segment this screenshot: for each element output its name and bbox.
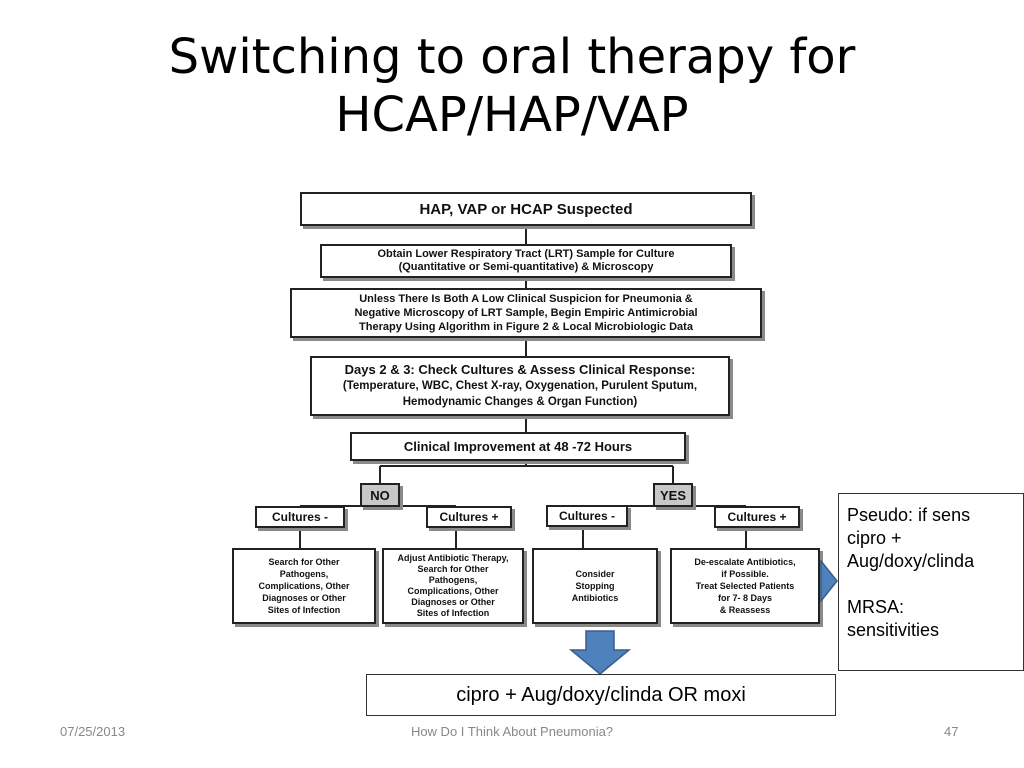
outcome-3-line-3: Antibiotics — [571, 593, 619, 603]
outcome-1-line-4: Diagnoses or Other — [262, 593, 346, 603]
oral-regimen-box: cipro + Aug/doxy/clinda OR moxi — [366, 674, 836, 716]
outcome-4-line-4: for 7- 8 Days — [717, 593, 773, 603]
empiric-therapy-box: Unless There Is Both A Low Clinical Susp… — [290, 288, 762, 338]
outcome-4-line-3: Treat Selected Patients — [695, 581, 795, 591]
note-pseudo-line-1: Pseudo: if sens — [847, 505, 971, 525]
note-mrsa-line-2: sensitivities — [847, 620, 940, 640]
empiric-line-3: Therapy Using Algorithm in Figure 2 & Lo… — [359, 321, 693, 333]
outcome-2-line-4: Complications, Other — [407, 586, 499, 596]
oral-regimen-text: cipro + Aug/doxy/clinda OR moxi — [456, 683, 746, 706]
down-arrow-icon — [568, 630, 632, 675]
no-label: NO — [370, 487, 390, 503]
footer-title: How Do I Think About Pneumonia? — [410, 724, 614, 739]
outcome-stop-antibiotics-box: Consider Stopping Antibiotics — [532, 548, 658, 624]
sample-line-2: (Quantitative or Semi-quantitative) & Mi… — [398, 261, 654, 273]
note-mrsa-line-1: MRSA: — [847, 597, 905, 617]
note-spacer — [847, 573, 1015, 596]
no-cultures-neg-text: Cultures - — [271, 510, 328, 524]
right-arrow-icon — [820, 560, 838, 602]
outcome-2-line-5: Diagnoses or Other — [411, 597, 495, 607]
title-line-1: Switching to oral therapy for — [168, 29, 856, 85]
outcome-3-line-2: Stopping — [575, 581, 615, 591]
yes-cultures-pos-text: Cultures + — [727, 510, 787, 524]
outcome-3-line-1: Consider — [575, 569, 615, 579]
yes-cultures-neg-text: Cultures - — [558, 509, 615, 523]
slide-number: 47 — [944, 724, 959, 739]
outcome-1-line-2: Pathogens, — [279, 569, 329, 579]
outcome-1-line-1: Search for Other — [268, 557, 340, 567]
days-line-1: Days 2 & 3: Check Cultures & Assess Clin… — [344, 362, 696, 377]
outcome-2-line-3: Pathogens, — [428, 575, 478, 585]
improvement-text: Clinical Improvement at 48 -72 Hours — [403, 439, 633, 454]
outcome-4-line-1: De-escalate Antibiotics, — [694, 557, 796, 567]
no-cultures-pos-box: Cultures + — [426, 506, 512, 528]
outcome-adjust-therapy-box: Adjust Antibiotic Therapy, Search for Ot… — [382, 548, 524, 624]
outcome-2-line-2: Search for Other — [417, 564, 489, 574]
empiric-line-2: Negative Microscopy of LRT Sample, Begin… — [354, 307, 698, 319]
flowchart: HAP, VAP or HCAP Suspected Obtain Lower … — [228, 186, 828, 636]
outcome-1-line-5: Sites of Infection — [267, 605, 341, 615]
yes-cultures-pos-box: Cultures + — [714, 506, 800, 528]
oral-options-note: Pseudo: if sens cipro + Aug/doxy/clinda … — [838, 493, 1024, 671]
sample-box: Obtain Lower Respiratory Tract (LRT) Sam… — [320, 244, 732, 278]
days-2-3-box: Days 2 & 3: Check Cultures & Assess Clin… — [310, 356, 730, 416]
yes-box: YES — [653, 483, 693, 507]
outcome-de-escalate-box: De-escalate Antibiotics, if Possible. Tr… — [670, 548, 820, 624]
no-cultures-neg-box: Cultures - — [255, 506, 345, 528]
yes-cultures-neg-box: Cultures - — [546, 505, 628, 527]
outcome-2-line-1: Adjust Antibiotic Therapy, — [397, 553, 509, 563]
days-line-3: Hemodynamic Changes & Organ Function) — [402, 396, 638, 408]
no-cultures-pos-text: Cultures + — [439, 510, 499, 524]
outcome-1-line-3: Complications, Other — [258, 581, 350, 591]
note-pseudo-line-3: Aug/doxy/clinda — [847, 551, 975, 571]
days-line-2: (Temperature, WBC, Chest X-ray, Oxygenat… — [342, 380, 698, 392]
sample-line-1: Obtain Lower Respiratory Tract (LRT) Sam… — [377, 248, 675, 260]
clinical-improvement-box: Clinical Improvement at 48 -72 Hours — [350, 432, 686, 461]
suspected-text: HAP, VAP or HCAP Suspected — [419, 200, 633, 218]
no-box: NO — [360, 483, 400, 507]
outcome-search-other-box: Search for Other Pathogens, Complication… — [232, 548, 376, 624]
note-pseudo-line-2: cipro + — [847, 528, 902, 548]
empiric-line-1: Unless There Is Both A Low Clinical Susp… — [359, 293, 693, 305]
outcome-4-line-2: if Possible. — [721, 569, 769, 579]
outcome-2-line-6: Sites of Infection — [416, 608, 490, 618]
suspected-box: HAP, VAP or HCAP Suspected — [300, 192, 752, 226]
footer-date: 07/25/2013 — [60, 724, 126, 739]
outcome-4-line-5: & Reassess — [719, 605, 771, 615]
slide-title: Switching to oral therapy for HCAP/HAP/V… — [0, 28, 1024, 144]
title-line-2: HCAP/HAP/VAP — [335, 87, 689, 143]
yes-label: YES — [659, 487, 686, 503]
